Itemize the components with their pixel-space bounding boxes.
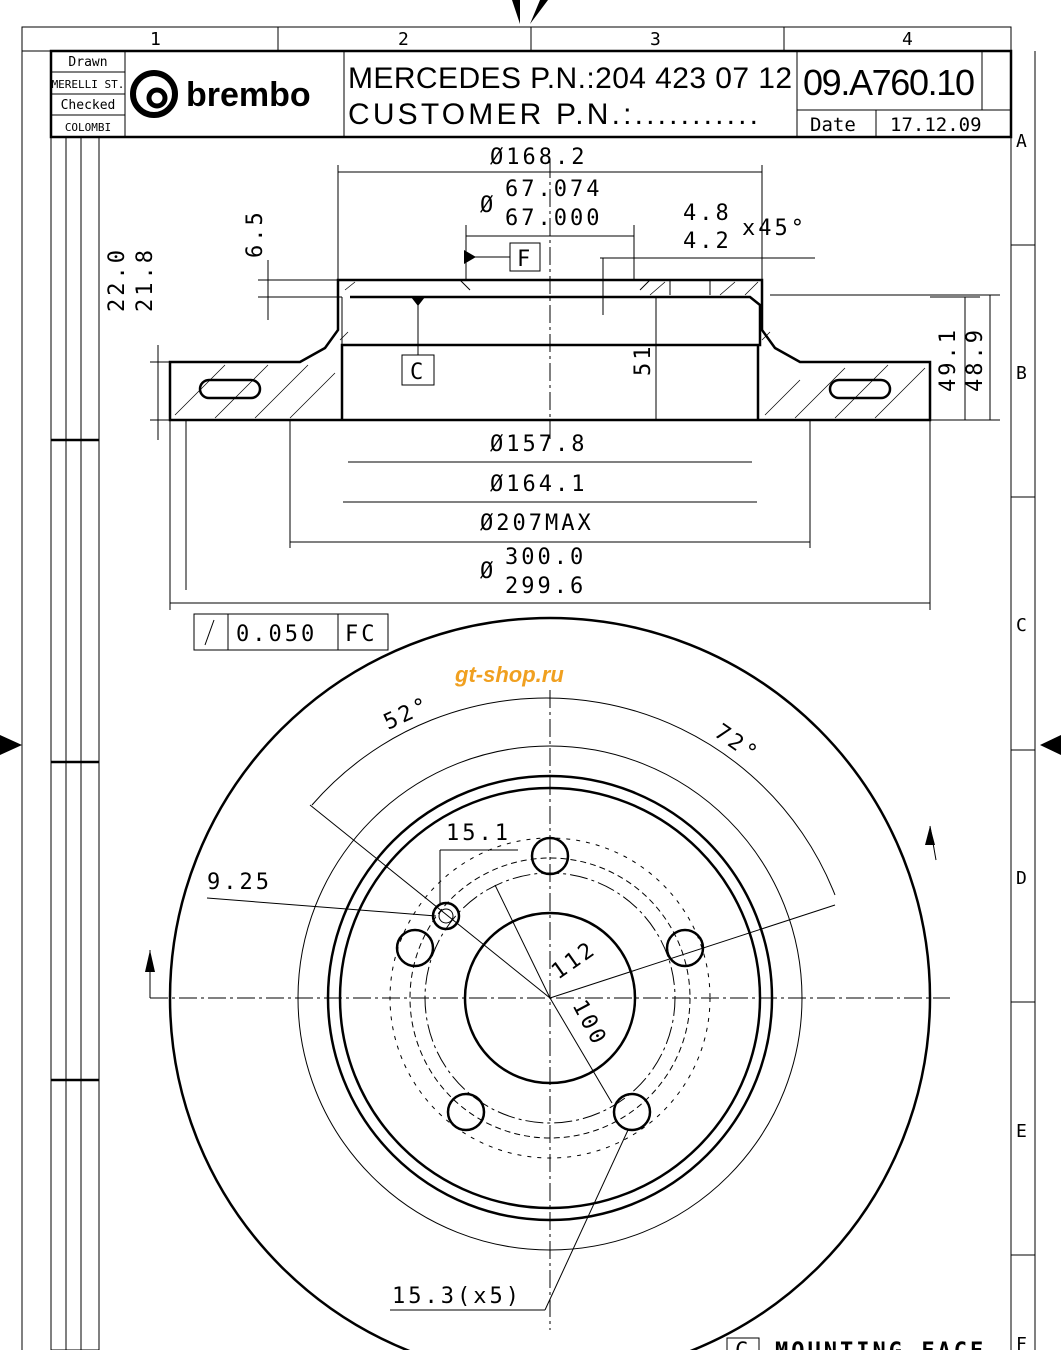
dim-9-25: 9.25 <box>207 870 272 895</box>
brand-text: brembo <box>186 76 311 114</box>
col-1: 1 <box>150 29 161 50</box>
col-4: 4 <box>902 29 913 50</box>
front-view <box>145 616 950 1350</box>
dim-d67-min: 67.000 <box>505 206 602 231</box>
checked-by: COLOMBI <box>65 121 111 134</box>
pcd-112: 112 <box>547 936 601 984</box>
datum-c: C <box>410 360 426 385</box>
dim-15-1: 15.1 <box>446 821 511 846</box>
dim-d164: Ø164.1 <box>490 472 587 497</box>
brembo-logo: brembo <box>130 70 311 118</box>
watermark: gt-shop.ru <box>454 662 564 687</box>
row-c: C <box>1016 615 1027 636</box>
angle-52: 52° <box>380 692 435 735</box>
dim-chamfer-angle: x45° <box>742 216 807 241</box>
dim-49-1: 49.1 <box>936 327 961 392</box>
customer-part-number: CUSTOMER P.N.:........... <box>348 98 758 131</box>
section-view <box>150 160 1000 651</box>
row-d: D <box>1016 868 1027 889</box>
angle-72: 72° <box>710 719 764 767</box>
dim-6-5: 6.5 <box>243 209 268 258</box>
datum-f: F <box>517 247 533 272</box>
dim-21-8: 21.8 <box>133 247 158 312</box>
dim-d299: 299.6 <box>505 574 586 599</box>
dim-48-9: 48.9 <box>963 327 988 392</box>
drawn-label: Drawn <box>68 55 107 70</box>
date-label: Date <box>810 114 856 136</box>
dim-51: 51 <box>631 344 656 377</box>
title-block <box>49 49 1013 139</box>
dim-d207: Ø207MAX <box>480 511 594 536</box>
drawn-by: MERELLI ST. <box>52 78 125 91</box>
row-f: F <box>1016 1334 1027 1350</box>
row-b: B <box>1016 363 1027 384</box>
row-e: E <box>1016 1121 1027 1142</box>
note-datum: C <box>735 1339 751 1350</box>
row-a: A <box>1016 131 1027 152</box>
col-2: 2 <box>398 29 409 50</box>
dim-d67-max: 67.074 <box>505 177 602 202</box>
dim-chamfer-a: 4.8 <box>683 201 732 226</box>
checked-label: Checked <box>61 98 116 113</box>
col-3: 3 <box>650 29 661 50</box>
dim-chamfer-b: 4.2 <box>683 229 732 254</box>
hole-spec: 15.3(x5) <box>392 1284 522 1309</box>
date-value: 17.12.09 <box>890 114 982 136</box>
dim-22-0: 22.0 <box>105 247 130 312</box>
dim-d300: 300.0 <box>505 545 586 570</box>
runout-value: 0.050 <box>236 622 317 647</box>
pcd-100: 100 <box>567 996 612 1051</box>
diameter-symbol: Ø <box>480 193 496 218</box>
note-mounting-face: MOUNTING FACE <box>775 1339 986 1350</box>
runout-datum: FC <box>345 622 378 647</box>
dim-d157: Ø157.8 <box>490 432 587 457</box>
diameter-symbol-2: Ø <box>480 559 496 584</box>
oem-part-number: MERCEDES P.N.:204 423 07 12 <box>348 62 792 95</box>
part-number: 09.A760.10 <box>803 62 975 103</box>
dim-d168: Ø168.2 <box>490 145 587 170</box>
